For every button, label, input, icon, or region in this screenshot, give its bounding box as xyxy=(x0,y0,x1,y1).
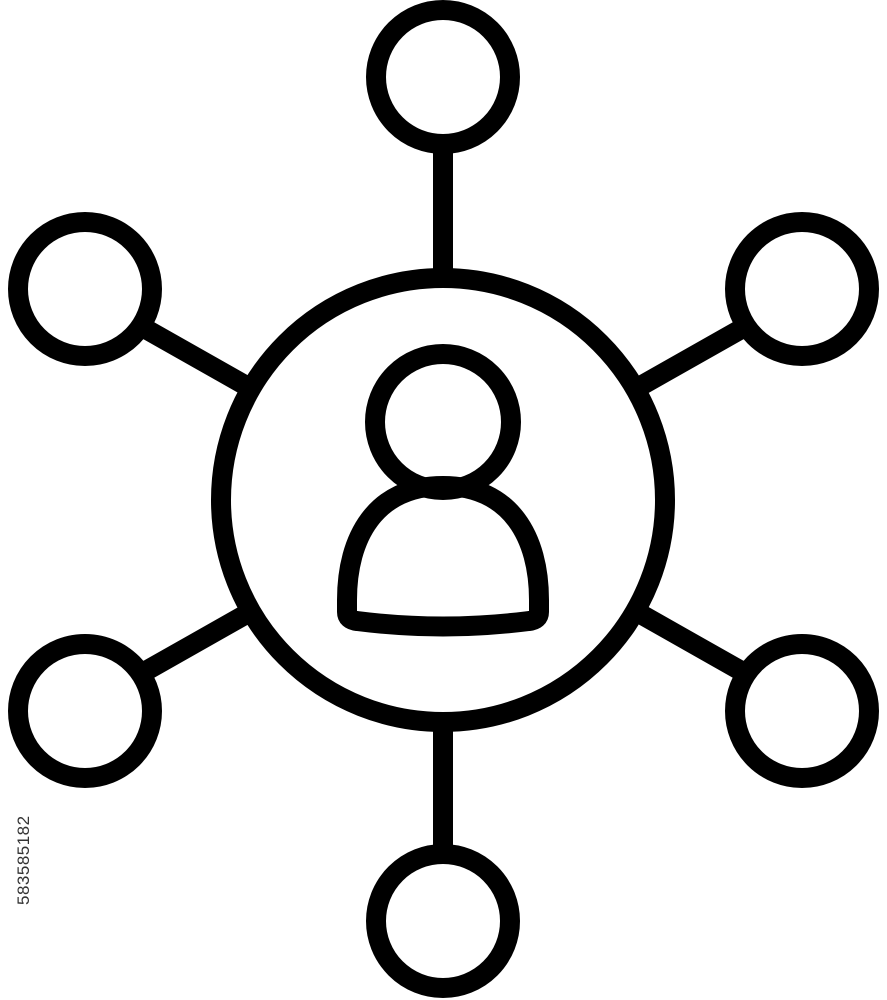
outer-node-bottom xyxy=(366,844,520,998)
connector-line-upper-right xyxy=(627,318,753,398)
connector-line-lower-right xyxy=(627,602,753,682)
connector-line-upper-left xyxy=(134,318,260,398)
user-body xyxy=(337,476,549,637)
user-head xyxy=(365,344,521,500)
stock-id-watermark: 583585182 xyxy=(14,815,33,905)
outer-node-top xyxy=(366,0,520,154)
connector-line-lower-left xyxy=(134,602,260,682)
outer-node-lower-right xyxy=(725,634,879,788)
central-hub-circle xyxy=(211,268,675,732)
outer-node-upper-left xyxy=(8,212,162,366)
outer-node-upper-right xyxy=(725,212,879,366)
outer-node-lower-left xyxy=(8,634,162,788)
